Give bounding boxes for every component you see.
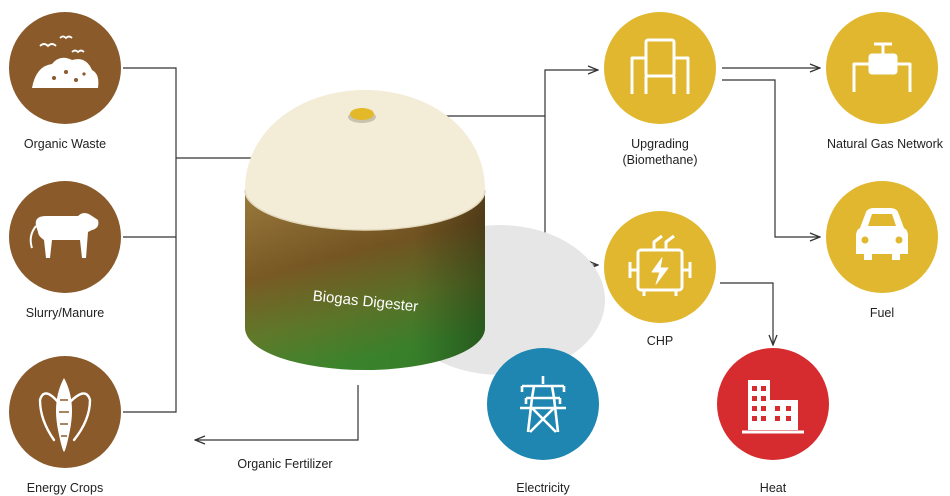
upgrading-node xyxy=(604,12,716,124)
line-organic-waste xyxy=(123,67,177,413)
arrow-to-fertilizer xyxy=(195,385,359,440)
fuel-label: Fuel xyxy=(869,306,895,320)
building-icon xyxy=(742,380,804,434)
arrow-to-heat xyxy=(720,282,773,345)
chp-engine-icon xyxy=(628,234,692,296)
natural-gas-label: Natural Gas Network xyxy=(826,137,943,151)
corn-icon xyxy=(38,378,92,452)
natural-gas-node xyxy=(826,12,938,124)
upgrading-label: Upgrading (Biomethane) xyxy=(600,136,720,168)
biogas-digester: Biogas Digester xyxy=(244,90,605,375)
upgrading-label-line1: Upgrading xyxy=(631,137,689,151)
chp-label: CHP xyxy=(646,334,674,348)
arrow-to-fuel xyxy=(722,79,820,237)
power-tower-icon xyxy=(520,376,566,433)
organic-waste-node xyxy=(9,12,121,124)
organic-fertilizer-label: Organic Fertilizer xyxy=(237,457,333,471)
organic-waste-label: Organic Waste xyxy=(23,137,107,151)
upgrading-icon xyxy=(630,38,690,94)
energy-crops-label: Energy Crops xyxy=(26,481,104,495)
upgrading-label-line2: (Biomethane) xyxy=(622,153,698,167)
chp-node xyxy=(604,211,716,323)
fuel-node xyxy=(826,181,938,293)
arrow-to-upgrading xyxy=(544,70,598,265)
slurry-node xyxy=(9,181,121,293)
slurry-manure-label: Slurry/Manure xyxy=(25,306,105,320)
electricity-node xyxy=(487,348,599,460)
heat-node xyxy=(717,348,829,460)
heat-label: Heat xyxy=(759,481,787,495)
cow-icon xyxy=(29,213,99,258)
digester-dome xyxy=(245,90,485,230)
energy-crops-node xyxy=(9,356,121,468)
electricity-label: Electricity xyxy=(516,481,570,495)
car-icon xyxy=(856,208,908,260)
gas-pipe-icon xyxy=(852,42,912,92)
